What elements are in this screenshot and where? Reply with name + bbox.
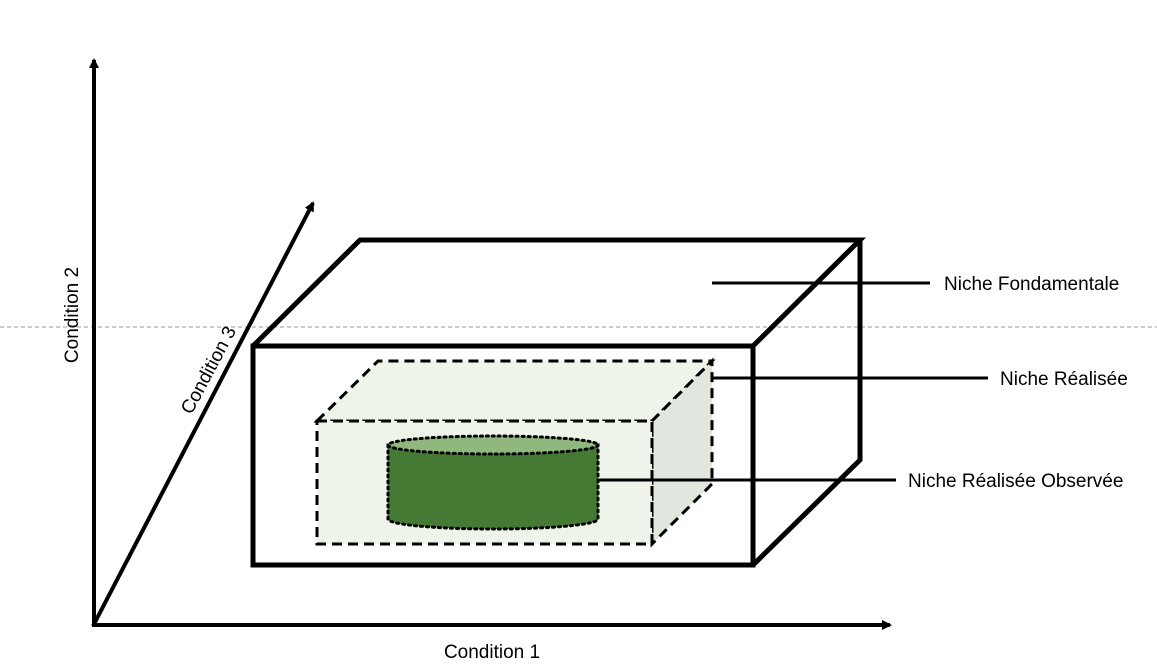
- realized-niche-side-face: [650, 357, 714, 548]
- leader-lines: [598, 281, 988, 482]
- label-observed-niche: Niche Réalisée Observée: [908, 471, 1123, 492]
- realized-niche-top-face: [313, 359, 716, 423]
- label-fundamental-niche: Niche Fondamentale: [944, 274, 1119, 295]
- x-axis-label: Condition 1: [444, 642, 540, 663]
- fundamental-niche-box: [250, 237, 867, 568]
- axes: [89, 58, 892, 630]
- z-axis: [91, 201, 315, 627]
- observed-niche-cylinder-body: [386, 443, 600, 531]
- observed-niche-cylinder: [386, 434, 600, 531]
- y-axis-label: Condition 2: [62, 267, 83, 363]
- fundamental-niche-top-edges: [251, 237, 867, 348]
- fundamental-niche-side-edges: [751, 240, 863, 567]
- observed-niche-cylinder-top: [386, 434, 600, 456]
- label-realized-niche: Niche Réalisée: [1000, 369, 1128, 390]
